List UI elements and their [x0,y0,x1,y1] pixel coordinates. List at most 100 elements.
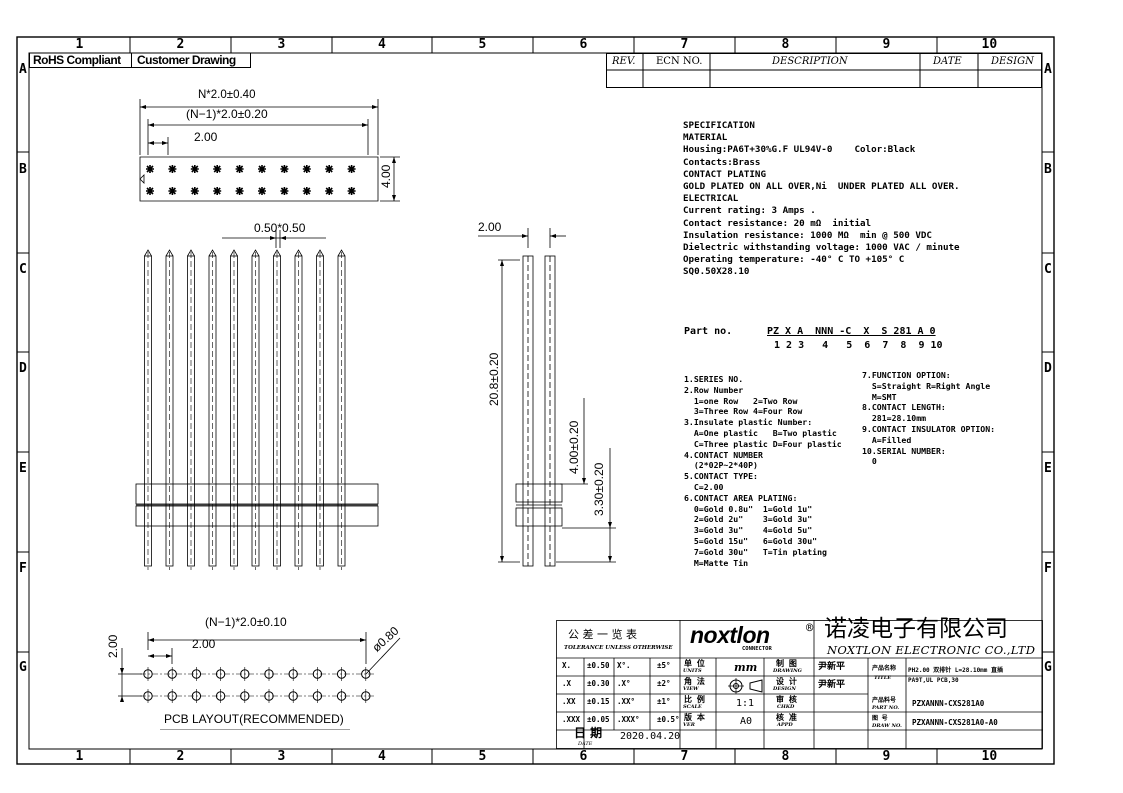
option-line: 3=Three Row 4=Four Row [684,406,803,417]
column-label: 9 [882,749,891,764]
company-name-en: NOXTLON ELECTRONIC CO.,LTD [827,643,1036,657]
ver-label-en: VER [683,722,695,728]
rohs-box: RoHS Compliant [29,53,132,68]
registered-mark-icon: ® [806,621,814,635]
pin-marker [235,187,244,195]
drawno-value: PZXANNN-CXS281A0-A0 [912,718,998,727]
pcb-dim-pitch-total: (N−1)*2.0±0.10 [205,615,287,629]
row-label: G [1044,659,1052,675]
row-label: D [1044,361,1052,376]
date-label-en: DATE [578,741,593,747]
row-label: C [19,261,27,277]
pin-marker [347,187,356,195]
spec-line: Current rating: 3 Amps . [683,205,816,217]
tolerance-cell: .XXX° [617,715,640,724]
appd-label: 核 准 [776,713,797,722]
spec-line: Contacts:Brass [683,156,761,168]
ecn-header: ECN NO. [656,56,703,67]
dim-total-width: N*2.0±0.40 [198,89,256,101]
column-label: 4 [378,37,386,52]
pin-marker [325,165,334,173]
row-label: B [1044,161,1052,177]
tolerance-cell: ±5° [657,661,671,670]
option-line: 8.CONTACT LENGTH: [862,402,946,413]
column-label: 5 [478,37,487,52]
partno-value: PZXANNN-CXS281A0 [912,699,985,708]
pin-marker [325,187,334,195]
description-header: DESCRIPTION [772,56,848,67]
option-line: 2.Row Number [684,384,744,395]
pin-marker [258,187,266,195]
part-no-label: Part no. [684,326,733,337]
front-pin-tip [208,249,217,257]
column-label: 6 [579,749,588,764]
design-label: 设 计 [776,677,797,686]
tolerance-cell: .X [562,679,572,688]
tolerance-cell: X°. [617,661,631,670]
dim-pitch: 2.00 [194,130,218,144]
title-value-2: PA9T,UL PCB,30 [908,677,959,684]
option-line: 4.CONTACT NUMBER [684,449,763,460]
check-label: 审 核 [776,695,797,704]
revision-table [606,53,1042,88]
column-label: 10 [981,37,998,52]
side-view-drawing [478,228,616,567]
pin-marker [213,165,222,173]
option-line: 10.SERIAL NUMBER: [862,445,946,456]
pin-marker [146,187,154,195]
tolerance-cell: X. [562,661,572,670]
company-name-cn: 诺凌电子有限公司 [824,616,1008,642]
pin-marker [146,165,154,173]
front-pin-tip [165,249,174,257]
pin-marker [258,165,266,173]
option-line: 5.CONTACT TYPE: [684,471,758,482]
option-line: C=2.00 [684,481,724,492]
pcb-dim-row: 2.00 [106,634,120,658]
drawing-name: 尹新平 [818,662,846,672]
option-line: A=One plastic B=Two plastic [684,427,837,438]
title-label-en: TITLE [874,675,892,681]
column-label: 9 [882,37,891,52]
ver-label: 版 本 [684,713,705,722]
tolerance-cell: ±1° [657,697,671,706]
pin-marker [168,187,177,195]
scale-label-en: SCALE [683,704,702,710]
pin-marker [235,165,244,173]
appd-label-en: APPD [777,722,793,728]
row-label: E [1044,461,1052,476]
column-label: 2 [176,749,185,764]
pin-marker [280,165,289,173]
options-left: 1.SERIES NO.2.Row Number 1=one Row 2=Two… [684,374,842,568]
rev-header: REV. [612,56,636,67]
tolerance-cell: ±2° [657,679,671,688]
scale-value: 1:1 [736,698,755,709]
option-line: 6.CONTACT AREA PLATING: [684,492,798,503]
option-line: 5=Gold 15u" 6=Gold 30u" [684,535,818,546]
front-pin-tip [187,249,195,257]
row-label: F [19,561,27,576]
option-line: S=Straight R=Right Angle [862,380,991,391]
date-header: DATE [933,56,962,67]
option-line: 7=Gold 30u" T=Tin plating [684,546,827,557]
row-label: B [19,161,27,177]
tolerance-cell: .XX° [617,697,636,706]
drawing-label-en: DRAWING [773,668,802,674]
dim-pitch-total: (N−1)*2.0±0.20 [186,107,268,121]
pin-marker [280,187,289,195]
tolerance-cell: .X° [617,679,631,688]
tolerance-cell: .XXX [562,715,581,724]
column-label: 3 [277,37,286,52]
option-line: 0 [862,456,877,467]
column-label: 1 [75,749,84,764]
pin-marker [190,165,199,173]
column-label: 10 [981,749,998,764]
pin-marker [302,187,311,195]
option-line: 281=28.10mm [862,413,927,424]
row-label: D [19,361,27,376]
pcb-layout-drawing [118,632,401,730]
tolerance-cell: ±0.05 [587,715,610,724]
option-line: 1=one Row 2=Two Row [684,395,798,406]
front-pin-tip [337,249,346,257]
column-label: 1 [75,37,84,52]
